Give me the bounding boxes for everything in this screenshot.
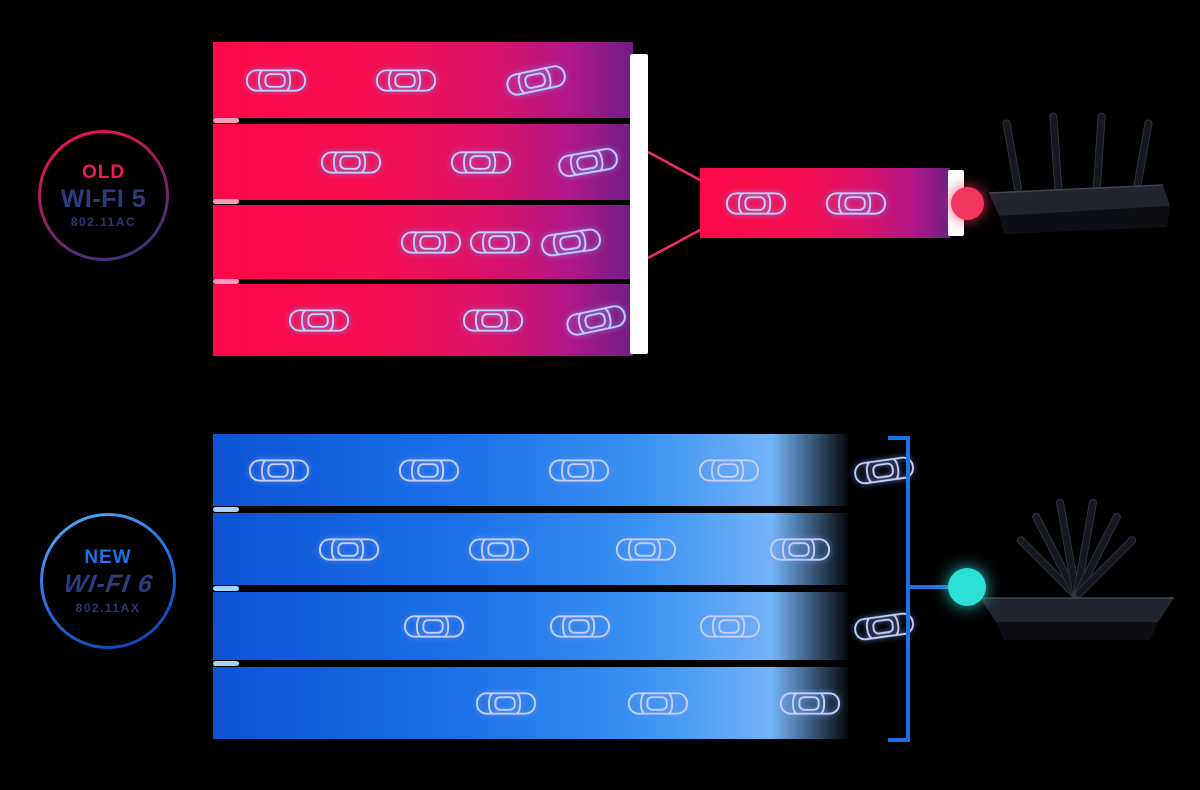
car-outline-svg [450,151,512,174]
wifi6-lane-2 [213,513,848,585]
car-outline-svg [506,65,566,96]
car-icon [503,59,570,101]
car-outline-svg [615,538,677,561]
car-outline-svg [320,151,382,174]
car-icon [563,299,630,341]
car-icon [615,534,677,564]
wifi5-connection-dot [951,187,984,220]
wifi6-badge-title: WI-FI 6 [61,570,155,599]
wifi5-router-image [988,112,1170,234]
car-icon [555,142,621,182]
wifi6-badge: NEW WI-FI 6 802.11AX [40,513,176,649]
car-outline-svg [288,309,350,332]
wifi6-badge-subtitle: 802.11AX [75,600,141,615]
car-icon [699,611,761,641]
car-outline-svg [375,69,437,92]
car-outline-svg [854,612,914,641]
car-icon [318,534,380,564]
car-outline-svg [469,231,531,254]
wifi6-connection-dot [948,568,986,606]
car-icon [288,305,350,335]
wifi6-lane-3 [213,592,914,660]
car-icon [248,455,310,485]
wifi5-badge-tag: OLD [81,161,126,183]
car-outline-svg [566,305,626,336]
wifi5-lane-marker [213,118,239,123]
car-icon [627,688,689,718]
wifi5-lane-3 [213,205,633,279]
wifi5-lane-2 [213,124,633,200]
router-antennas [1016,498,1137,598]
car-outline-svg [549,615,611,638]
car-outline-svg [248,459,310,482]
car-outline-svg [318,538,380,561]
wifi6-bracket-bottom-stub [888,738,910,742]
wifi6-bracket-top-stub [888,436,910,440]
car-outline-svg [825,192,887,215]
wifi5-lane-1 [213,42,633,118]
car-outline-svg [468,538,530,561]
wifi6-lane-4 [213,667,848,739]
wifi6-lane-1 [213,434,914,506]
router-body-front [999,206,1170,234]
wifi6-lane-marker [213,507,239,512]
wifi6-bracket-connector [906,585,950,589]
car-icon [698,455,760,485]
car-icon [468,534,530,564]
wifi5-badge: OLD WI-FI 5 802.11AC [38,130,169,261]
wifi6-router-image [980,498,1174,640]
car-icon [245,65,307,95]
wifi6-bracket-line [906,436,910,742]
car-icon [851,607,917,645]
car-icon [549,611,611,641]
car-outline-svg [400,231,462,254]
car-outline-svg [627,692,689,715]
router-body-top [980,598,1174,622]
car-icon [779,688,841,718]
wifi5-merged-lane [700,168,950,238]
car-outline-svg [769,538,831,561]
router-body-front [996,622,1158,640]
car-icon [403,611,465,641]
wifi5-lane-marker [213,199,239,204]
car-icon [320,147,382,177]
wifi5-badge-title: WI-FI 5 [60,184,147,213]
car-outline-svg [698,459,760,482]
wifi6-badge-tag: NEW [84,547,132,569]
car-outline-svg [854,456,914,485]
car-outline-svg [398,459,460,482]
car-icon [538,223,604,261]
router-antennas [1002,112,1153,192]
wifi5-badge-subtitle: 802.11AC [70,215,137,230]
car-icon [400,227,462,257]
car-outline-svg [548,459,610,482]
car-icon [851,451,917,489]
car-icon [825,188,887,218]
car-icon [548,455,610,485]
wifi5-lane-marker [213,279,239,284]
car-icon [375,65,437,95]
car-icon [475,688,537,718]
car-outline-svg [541,228,601,257]
car-icon [469,227,531,257]
wifi5-merge-connector [647,150,701,260]
router-body-top [989,185,1170,216]
wifi6-lane-marker [213,661,239,666]
car-outline-svg [558,147,618,177]
car-outline-svg [699,615,761,638]
car-outline-svg [779,692,841,715]
wifi5-merge-bar [630,54,648,354]
car-icon [462,305,524,335]
car-icon [450,147,512,177]
car-outline-svg [462,309,524,332]
car-icon [398,455,460,485]
car-outline-svg [245,69,307,92]
car-outline-svg [403,615,465,638]
car-outline-svg [475,692,537,715]
car-outline-svg [725,192,787,215]
wifi5-lane-4 [213,284,633,356]
car-icon [769,534,831,564]
car-icon [725,188,787,218]
wifi6-lane-marker [213,586,239,591]
